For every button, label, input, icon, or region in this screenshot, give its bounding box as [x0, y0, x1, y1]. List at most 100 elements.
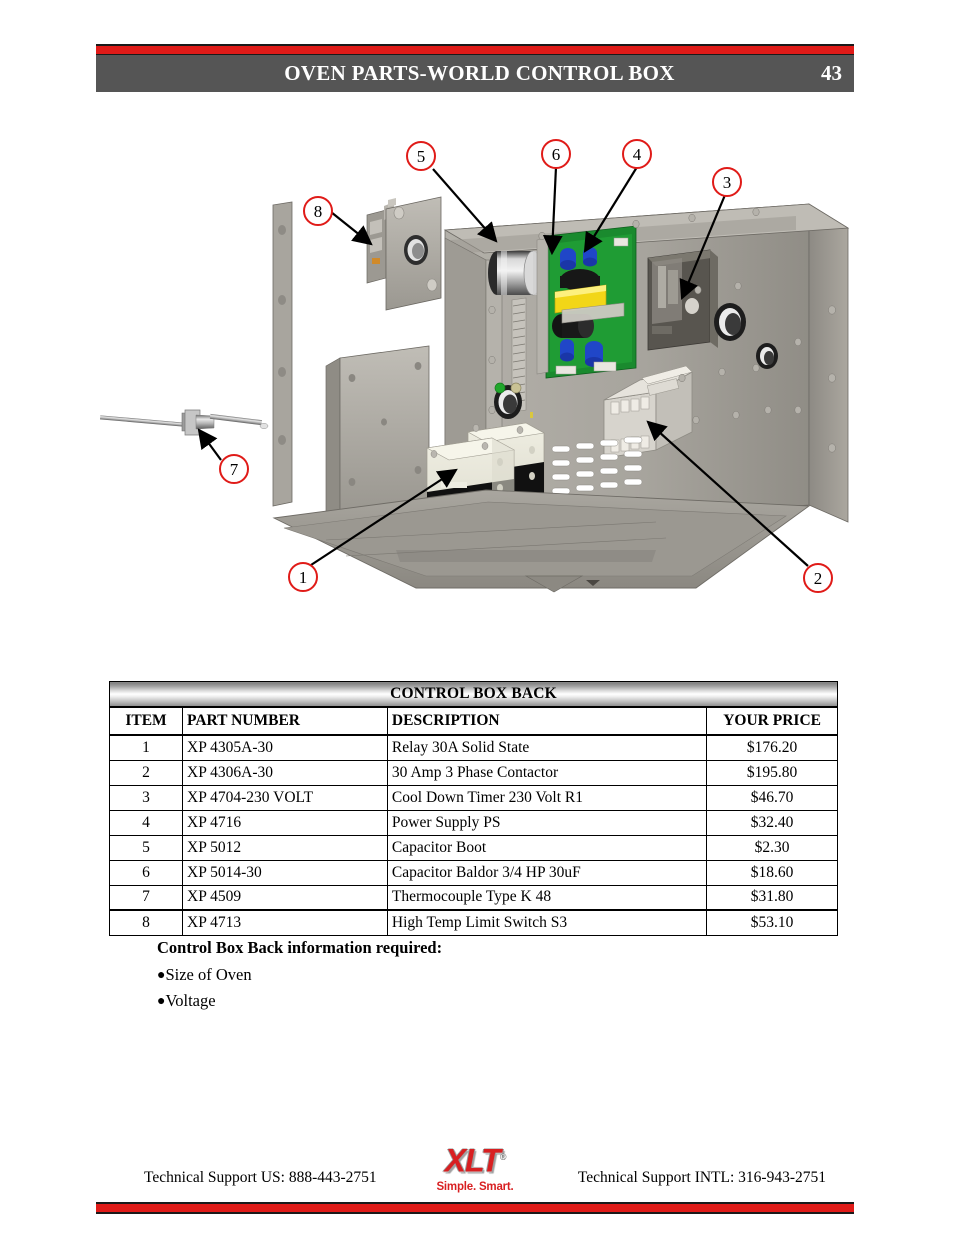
callout-6: 6 [541, 139, 571, 169]
registered-trademark-icon: ® [499, 1152, 507, 1162]
svg-text:4: 4 [633, 145, 642, 164]
cell-item: 2 [108, 759, 184, 786]
cell-desc: Thermocouple Type K 48 [386, 884, 708, 911]
footer-red-accent-bar [96, 1202, 854, 1214]
leader-7 [197, 428, 222, 461]
cell-item: 4 [108, 809, 184, 836]
cell-part: XP 4509 [182, 884, 388, 911]
cell-item: 7 [108, 884, 184, 911]
tech-support-us: Technical Support US: 888-443-2751 [144, 1169, 377, 1186]
page-header: OVEN PARTS-WORLD CONTROL BOX 43 [96, 44, 854, 92]
cell-item: 5 [108, 834, 184, 861]
table-title-row: CONTROL BOX BACK [109, 681, 838, 708]
note-bullet-item: ●Voltage [157, 988, 442, 1014]
cell-price: $195.80 [706, 759, 838, 786]
logo-text: XLT [444, 1142, 501, 1179]
thermocouple-probe [99, 409, 269, 436]
leader-8 [330, 211, 373, 246]
svg-text:2: 2 [814, 569, 823, 588]
leader-2 [646, 420, 809, 567]
svg-text:5: 5 [417, 147, 426, 166]
table-row: 1 XP 4305A-30 Relay 30A Solid State $176… [108, 734, 838, 761]
callout-8: 8 [303, 196, 333, 226]
high-temp-limit-switch-part [366, 196, 442, 311]
cell-price: $18.60 [706, 859, 838, 886]
tech-support-intl: Technical Support INTL: 316-943-2751 [577, 1169, 826, 1186]
page-title: OVEN PARTS-WORLD CONTROL BOX [284, 61, 675, 85]
vent-louvers [551, 436, 643, 495]
table-row: 4 XP 4716 Power Supply PS $32.40 [108, 809, 838, 836]
cool-down-timer [647, 249, 718, 351]
info-required-note: Control Box Back information required: ●… [157, 938, 442, 1013]
logo-tagline: Simple. Smart. [436, 1180, 514, 1193]
cell-desc: 30 Amp 3 Phase Contactor [386, 759, 708, 786]
cell-part: XP 5014-30 [182, 859, 388, 886]
callout-bubbles: 5 6 4 3 8 7 1 2 [219, 139, 833, 593]
cell-price: $46.70 [706, 784, 838, 811]
note-bullet-item: ●Size of Oven [157, 962, 442, 988]
table-row: 5 XP 5012 Capacitor Boot $2.30 [108, 834, 838, 861]
cell-price: $2.30 [706, 834, 838, 861]
svg-text:1: 1 [299, 568, 308, 587]
cell-part: XP 4716 [182, 809, 388, 836]
header-red-accent-bar [96, 44, 854, 55]
callout-2: 2 [803, 563, 833, 593]
cell-item: 3 [108, 784, 184, 811]
cell-desc: Power Supply PS [386, 809, 708, 836]
table-row: 2 XP 4306A-30 30 Amp 3 Phase Contactor $… [108, 759, 838, 786]
xlt-logo: XLT® Simple. Smart. [415, 1140, 535, 1193]
svg-text:6: 6 [552, 145, 561, 164]
cell-item: 8 [108, 909, 184, 936]
column-header-item: ITEM [108, 706, 184, 736]
note-bullet-label: Voltage [165, 990, 216, 1010]
leader-1 [310, 468, 458, 566]
callout-5: 5 [406, 141, 436, 171]
cell-part: XP 4713 [182, 909, 388, 936]
bullet-icon: ● [157, 993, 166, 1009]
table-row: 6 XP 5014-30 Capacitor Baldor 3/4 HP 30u… [108, 859, 838, 886]
parts-table: CONTROL BOX BACK ITEM PART NUMBER DESCRI… [108, 681, 838, 936]
leader-6 [542, 166, 563, 256]
table-row: 7 XP 4509 Thermocouple Type K 48 $31.80 [108, 884, 838, 911]
note-heading: Control Box Back information required: [157, 938, 443, 957]
page-footer: Technical Support US: 888-443-2751 XLT® … [96, 1140, 854, 1202]
knockout-holes [494, 303, 778, 419]
cell-item: 6 [108, 859, 184, 886]
cell-part: XP 4306A-30 [182, 759, 388, 786]
bullet-icon: ● [157, 968, 166, 983]
cell-desc: Cool Down Timer 230 Volt R1 [386, 784, 708, 811]
header-title-band: OVEN PARTS-WORLD CONTROL BOX 43 [96, 55, 854, 92]
callout-leaders [197, 166, 809, 567]
control-box-exploded-diagram: 5 6 4 3 8 7 1 2 [96, 110, 854, 610]
cell-item: 1 [108, 734, 184, 761]
table-title: CONTROL BOX BACK [109, 681, 838, 708]
cell-part: XP 5012 [182, 834, 388, 861]
cell-price: $53.10 [706, 909, 838, 936]
logo-wordmark: XLT® [415, 1140, 535, 1178]
column-header-desc: DESCRIPTION [386, 706, 708, 736]
page-number: 43 [821, 61, 842, 85]
callout-7: 7 [219, 454, 249, 484]
cell-desc: Relay 30A Solid State [386, 734, 708, 761]
callout-4: 4 [622, 139, 652, 169]
cell-desc: High Temp Limit Switch S3 [386, 909, 708, 936]
note-bullet-label: Size of Oven [165, 965, 252, 984]
column-header-price: YOUR PRICE [706, 706, 838, 736]
table-row: 8 XP 4713 High Temp Limit Switch S3 $53.… [108, 909, 838, 936]
leader-3 [679, 194, 727, 301]
cell-price: $32.40 [706, 809, 838, 836]
cabinet-base-pan [272, 489, 811, 593]
column-header-part: PART NUMBER [182, 706, 388, 736]
svg-text:8: 8 [314, 202, 323, 221]
cell-price: $176.20 [706, 734, 838, 761]
svg-text:7: 7 [230, 460, 239, 479]
panel-screws [488, 207, 836, 453]
cell-part: XP 4704-230 VOLT [182, 784, 388, 811]
svg-text:3: 3 [723, 173, 732, 192]
cell-part: XP 4305A-30 [182, 734, 388, 761]
leader-4 [583, 166, 638, 253]
cell-desc: Capacitor Boot [386, 834, 708, 861]
cell-desc: Capacitor Baldor 3/4 HP 30uF [386, 859, 708, 886]
table-header-row: ITEM PART NUMBER DESCRIPTION YOUR PRICE [108, 706, 838, 736]
table-row: 3 XP 4704-230 VOLT Cool Down Timer 230 V… [108, 784, 838, 811]
